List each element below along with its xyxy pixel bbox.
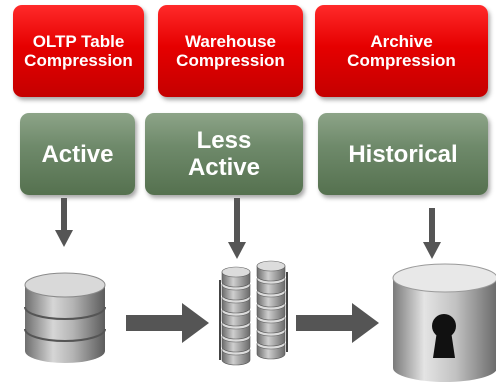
down-arrow-historical bbox=[423, 208, 441, 259]
oltp-table-compression-box: OLTP Table Compression bbox=[13, 5, 144, 97]
locked-disk-icon bbox=[392, 263, 496, 382]
stacked-disk-icon bbox=[24, 272, 106, 363]
archive-compression-line2: Compression bbox=[347, 51, 456, 70]
oltp-table-compression-line2: Compression bbox=[24, 51, 133, 70]
active-tier-label: Active bbox=[41, 140, 114, 168]
less-active-tier-line1: Less bbox=[196, 127, 252, 154]
less-active-tier-line2: Active bbox=[187, 154, 261, 181]
archive-compression-box: Archive Compression bbox=[315, 5, 488, 97]
historical-tier-label: Historical bbox=[348, 140, 458, 168]
archive-compression-line1: Archive bbox=[370, 32, 433, 51]
active-tier-box: Active bbox=[20, 113, 135, 195]
historical-tier-box: Historical bbox=[318, 113, 488, 195]
right-arrow-2 bbox=[296, 303, 379, 343]
down-arrow-active bbox=[55, 198, 73, 247]
right-arrow-1 bbox=[126, 303, 209, 343]
warehouse-compression-line2: Compression bbox=[176, 51, 285, 70]
disk-array-icon bbox=[219, 260, 288, 366]
keyhole-icon bbox=[432, 314, 456, 358]
less-active-tier-box: Less Active bbox=[145, 113, 303, 195]
down-arrow-less-active bbox=[228, 198, 246, 259]
oltp-table-compression-line1: OLTP Table bbox=[32, 32, 125, 51]
warehouse-compression-line1: Warehouse bbox=[184, 32, 276, 51]
warehouse-compression-box: Warehouse Compression bbox=[158, 5, 303, 97]
